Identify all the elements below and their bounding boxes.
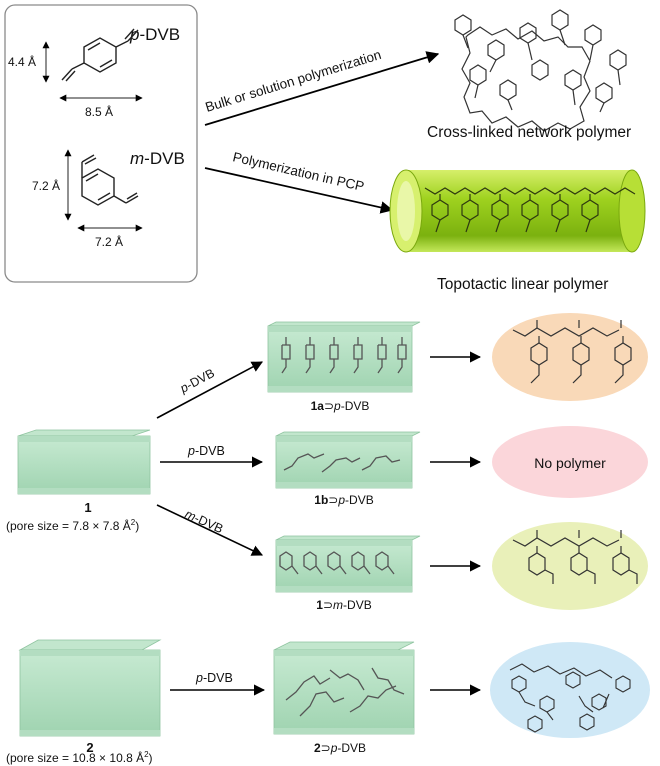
m-dvb-width-label: 7.2 Å — [95, 234, 123, 249]
row4-arrow-label: p-DVB — [195, 671, 233, 685]
result-row4-ellipse — [490, 642, 650, 738]
tube-end-right — [618, 169, 646, 253]
row1-arrow — [156, 361, 263, 419]
result-row2: No polymer — [492, 426, 648, 498]
host2-channel — [18, 639, 162, 737]
m-dvb-structure — [81, 154, 139, 206]
p-dvb-structure — [61, 28, 139, 82]
p-dvb-height-label: 4.4 Å — [8, 54, 36, 69]
complex-1a-label: 1a⊃p-DVB — [311, 399, 370, 413]
p-dvb-width-label: 8.5 Å — [85, 104, 113, 119]
tube-linear-polymer — [424, 187, 636, 233]
result-row3-ellipse — [492, 522, 648, 610]
tube-opening — [397, 181, 415, 241]
complex-2-label: 2⊃p-DVB — [314, 741, 366, 755]
host1-channel — [17, 429, 151, 495]
no-polymer-text: No polymer — [534, 455, 606, 471]
row3-arrow-label: m-DVB — [183, 507, 226, 536]
p-dvb-title: p-DVB — [129, 25, 180, 44]
tube-body — [406, 170, 632, 252]
network-polymer-label: Cross-linked network polymer — [427, 124, 631, 141]
complex-2 — [273, 641, 415, 735]
host1-pore-size: (pore size = 7.8 × 7.8 Å2) — [6, 518, 139, 533]
result-row2-ellipse — [492, 426, 648, 498]
m-dvb-height-label: 7.2 Å — [32, 178, 60, 193]
monomer-frame — [4, 4, 198, 283]
result-row1-ellipse — [492, 313, 648, 401]
network-polymer — [454, 9, 627, 132]
complex-1b — [275, 431, 421, 489]
row2-arrow-label: p-DVB — [187, 444, 225, 458]
m-dvb-title: m-DVB — [130, 149, 185, 168]
pcp-tube — [389, 169, 646, 253]
host1-number: 1 — [84, 500, 91, 515]
complex-1a — [267, 321, 421, 393]
result-row3 — [492, 522, 648, 610]
host2-pore-size: (pore size = 10.8 × 10.8 Å2) — [6, 750, 153, 765]
pcp-arrow-label: Polymerization in PCP — [231, 149, 365, 194]
result-row1 — [492, 313, 648, 401]
result-row4 — [490, 642, 650, 738]
bulk-arrow-label: Bulk or solution polymerization — [203, 47, 382, 115]
row3-arrow — [156, 504, 264, 556]
linear-polymer-label: Topotactic linear polymer — [437, 276, 608, 293]
bulk-arrow — [204, 51, 440, 126]
host2-number: 2 — [86, 740, 93, 755]
pcp-arrow — [204, 167, 394, 214]
row1-arrow-label: p-DVB — [177, 366, 217, 396]
complex-1m-label: 1⊃m-DVB — [316, 598, 371, 612]
monomer-box: p-DVB 4.4 Å 8.5 Å m-DVB 7.2 Å 7.2 Å — [4, 4, 198, 283]
complex-1b-label: 1b⊃p-DVB — [314, 493, 373, 507]
complex-1m — [275, 535, 421, 593]
